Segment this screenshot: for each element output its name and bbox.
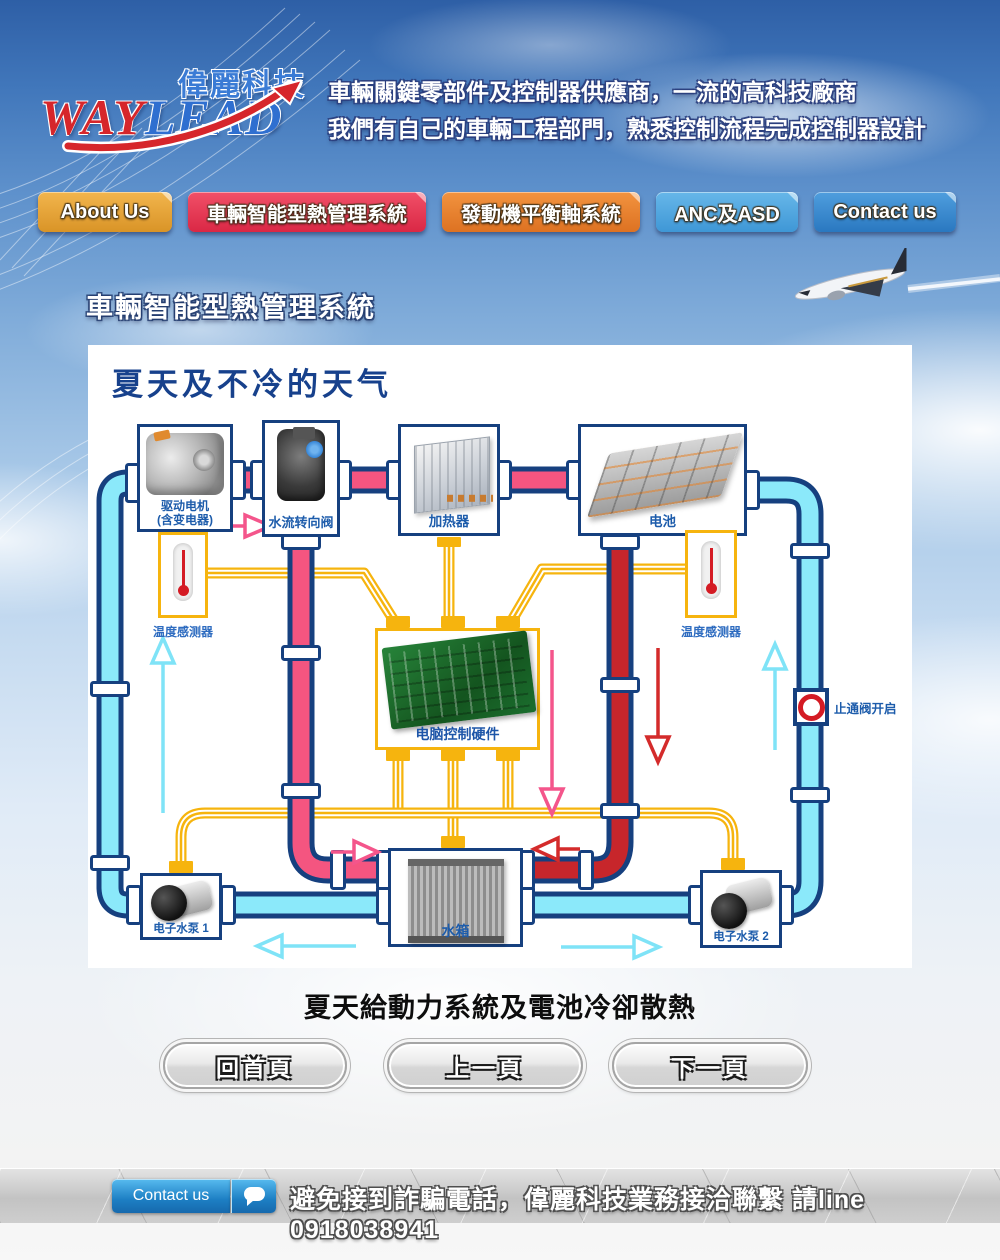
check-valve-icon bbox=[797, 693, 825, 721]
pump2-photo bbox=[709, 877, 773, 929]
speech-bubble-icon bbox=[244, 1187, 265, 1206]
diagram-caption: 夏天給動力系統及電池冷卻散熱 bbox=[304, 993, 696, 1023]
drive-motor-label: 驱动电机(含变电器) bbox=[157, 499, 213, 527]
thermometer-icon bbox=[701, 541, 721, 599]
footer-notice: 避免接到詐騙電話，偉麗科技業務接洽聯繫 請line 0918038941 bbox=[290, 1186, 866, 1244]
pump2-label: 电子水泵 2 bbox=[713, 931, 769, 943]
footer-chat-button[interactable] bbox=[231, 1179, 276, 1213]
nav-thermal-management[interactable]: 車輛智能型熱管理系統 bbox=[188, 192, 426, 232]
home-page-button[interactable]: 回首頁 bbox=[163, 1042, 347, 1089]
drive-motor-box: 驱动电机(含变电器) bbox=[137, 424, 233, 532]
heater-photo bbox=[414, 436, 490, 514]
signal-wires bbox=[175, 538, 739, 869]
main-nav: About Us 車輛智能型熱管理系統 發動機平衡軸系統 ANC及ASD Con… bbox=[38, 192, 956, 232]
battery-loop-pipe bbox=[521, 535, 634, 884]
nav-about-us[interactable]: About Us bbox=[38, 192, 172, 232]
radiator-photo bbox=[407, 859, 504, 943]
pump2-box: 电子水泵 2 bbox=[700, 870, 782, 948]
header-tagline: 車輛關鍵零部件及控制器供應商，一流的高科技廠商 我們有自己的車輛工程部門，熟悉控… bbox=[328, 74, 926, 148]
diverter-valve-label: 水流转向阀 bbox=[268, 515, 334, 530]
check-valve-box bbox=[793, 688, 829, 726]
logo-swoosh-icon bbox=[62, 80, 304, 154]
drive-motor-photo bbox=[146, 433, 224, 495]
radiator-label: 水箱 bbox=[441, 923, 470, 939]
diverter-valve-photo bbox=[277, 427, 325, 501]
page-title: 車輛智能型熱管理系統 bbox=[86, 293, 376, 323]
prev-page-button[interactable]: 上一頁 bbox=[387, 1042, 583, 1089]
battery-box: 电池 bbox=[578, 424, 747, 536]
temp-sensor-right-label: 温度感测器 bbox=[680, 625, 741, 639]
check-valve-label: 止通阀开启 bbox=[834, 702, 897, 716]
heater-box: 加热器 bbox=[398, 424, 500, 536]
controller-pcb-photo bbox=[381, 630, 537, 730]
tagline-line1: 車輛關鍵零部件及控制器供應商，一流的高科技廠商 bbox=[328, 79, 857, 105]
nav-contact-us[interactable]: Contact us bbox=[814, 192, 956, 232]
diverter-valve-box: 水流转向阀 bbox=[262, 420, 340, 537]
diagram-title: 夏天及不冷的天气 bbox=[112, 367, 392, 402]
next-page-button[interactable]: 下一頁 bbox=[612, 1042, 808, 1089]
radiator-box: 水箱 bbox=[388, 848, 523, 947]
temp-sensor-right-box bbox=[685, 530, 737, 618]
flow-arrows bbox=[149, 512, 789, 961]
pipe-flanges bbox=[90, 460, 830, 925]
pump1-photo bbox=[149, 880, 213, 921]
pump1-label: 电子水泵 1 bbox=[153, 923, 209, 935]
battery-photo bbox=[586, 432, 744, 518]
pump1-box: 电子水泵 1 bbox=[140, 873, 222, 940]
thermometer-icon bbox=[173, 543, 193, 601]
nav-anc-asd[interactable]: ANC及ASD bbox=[656, 192, 798, 232]
footer-bar: Contact us 避免接到詐騙電話，偉麗科技業務接洽聯繫 請line 091… bbox=[0, 1168, 1000, 1244]
brand-way-text: WAY bbox=[40, 89, 145, 145]
wire-connectors bbox=[169, 523, 745, 873]
nav-balance-shaft[interactable]: 發動機平衡軸系統 bbox=[442, 192, 640, 232]
footer-contact-button[interactable]: Contact us bbox=[112, 1179, 230, 1213]
temp-sensor-left-box bbox=[158, 532, 208, 618]
airplane-icon bbox=[794, 248, 1000, 301]
tagline-line2: 我們有自己的車輛工程部門，熟悉控制流程完成控制器設計 bbox=[328, 116, 926, 142]
controller-box: 电脑控制硬件 bbox=[375, 628, 540, 750]
heater-label: 加热器 bbox=[428, 514, 470, 529]
controller-label: 电脑控制硬件 bbox=[415, 726, 500, 742]
battery-label: 电池 bbox=[649, 514, 676, 529]
diagram-panel: 夏天及不冷的天气 驱动电机(含变电器) 水流转向阀 加热器 电池 温度感测器 温… bbox=[88, 345, 912, 968]
temp-sensor-left-label: 温度感测器 bbox=[152, 625, 213, 639]
